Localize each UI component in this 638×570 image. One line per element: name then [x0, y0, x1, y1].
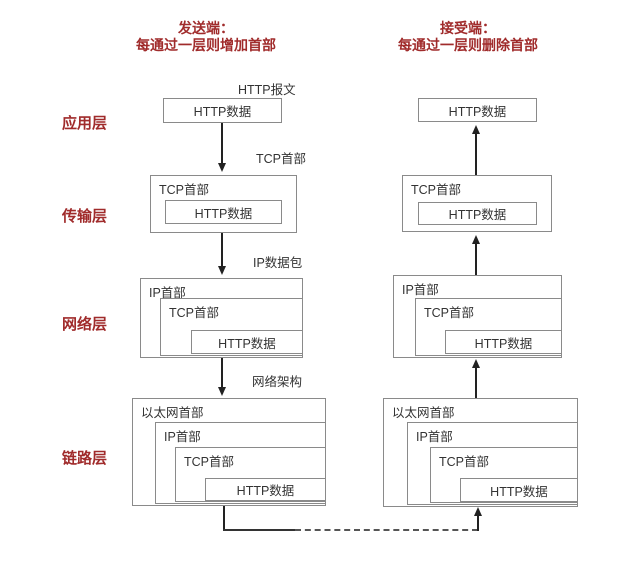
physical-path-solid-line	[223, 529, 295, 531]
box-label: HTTP数据	[194, 206, 253, 221]
receiver-application-http-data-box: HTTP数据	[418, 98, 537, 122]
receiver-title-line2: 每通过一层则删除首部	[398, 37, 538, 53]
physical-path-up-line	[477, 514, 479, 531]
sender-arrowhead-down-2	[218, 266, 226, 275]
sender-application-http-data-box: HTTP数据	[163, 98, 282, 123]
receiver-arrow-network-to-transport	[475, 242, 477, 275]
sender-title-line1: 发送端：	[178, 20, 234, 36]
sender-arrowhead-down-3	[218, 387, 226, 396]
receiver-transport-http-data-box: HTTP数据	[418, 202, 537, 225]
annotation-http-message: HTTP报文	[238, 83, 296, 97]
sender-arrowhead-down-1	[218, 163, 226, 172]
sender-title: 发送端： 每通过一层则增加首部	[100, 20, 312, 54]
annotation-ip-packet: IP数据包	[253, 256, 303, 270]
annotation-tcp-header: TCP首部	[256, 152, 307, 166]
receiver-arrowhead-up-1	[472, 125, 480, 134]
box-label: HTTP数据	[193, 105, 252, 119]
box-label: TCP首部	[424, 306, 475, 320]
box-label: HTTP数据	[448, 208, 507, 222]
receiver-arrowhead-up-2	[472, 235, 480, 244]
layer-label-application: 应用层	[62, 115, 108, 132]
sender-arrow-app-to-transport	[221, 123, 223, 164]
receiver-arrow-transport-to-app	[475, 132, 477, 175]
box-label: IP首部	[416, 430, 453, 444]
box-label: IP首部	[402, 283, 439, 297]
receiver-arrowhead-up-3	[472, 359, 480, 368]
annotation-network-arch: 网络架构	[252, 375, 303, 389]
receiver-title: 接受端： 每通过一层则删除首部	[362, 20, 574, 54]
physical-path-down-line	[223, 506, 225, 531]
box-label: TCP首部	[169, 306, 220, 320]
box-label: TCP首部	[159, 183, 210, 197]
physical-path-dashed-line	[295, 529, 478, 531]
box-label: 以太网首部	[141, 406, 204, 420]
box-label: HTTP数据	[236, 484, 295, 498]
box-label: HTTP数据	[490, 484, 548, 499]
sender-title-line2: 每通过一层则增加首部	[136, 37, 276, 53]
sender-arrow-transport-to-network	[221, 233, 223, 267]
box-label: IP首部	[149, 286, 186, 300]
box-label: HTTP数据	[474, 336, 533, 351]
sender-arrow-network-to-link	[221, 358, 223, 388]
layer-label-network: 网络层	[62, 316, 108, 333]
sender-link-http-data-box: HTTP数据	[205, 478, 326, 501]
box-label: TCP首部	[411, 183, 462, 197]
box-label: HTTP数据	[218, 336, 276, 351]
box-label: 以太网首部	[392, 406, 455, 420]
sender-network-http-data-box: HTTP数据	[191, 330, 303, 354]
physical-path-arrowhead-up	[474, 507, 482, 516]
receiver-link-http-data-box: HTTP数据	[460, 478, 578, 502]
layer-label-transport: 传输层	[62, 208, 108, 225]
receiver-arrow-link-to-network	[475, 366, 477, 398]
receiver-network-http-data-box: HTTP数据	[445, 330, 562, 354]
box-label: IP首部	[164, 430, 201, 444]
layer-label-link: 链路层	[62, 450, 108, 467]
receiver-title-line1: 接受端：	[440, 20, 496, 36]
box-label: TCP首部	[184, 455, 235, 469]
box-label: TCP首部	[439, 455, 490, 469]
box-label: HTTP数据	[448, 104, 507, 119]
sender-transport-http-data-box: HTTP数据	[165, 200, 282, 224]
